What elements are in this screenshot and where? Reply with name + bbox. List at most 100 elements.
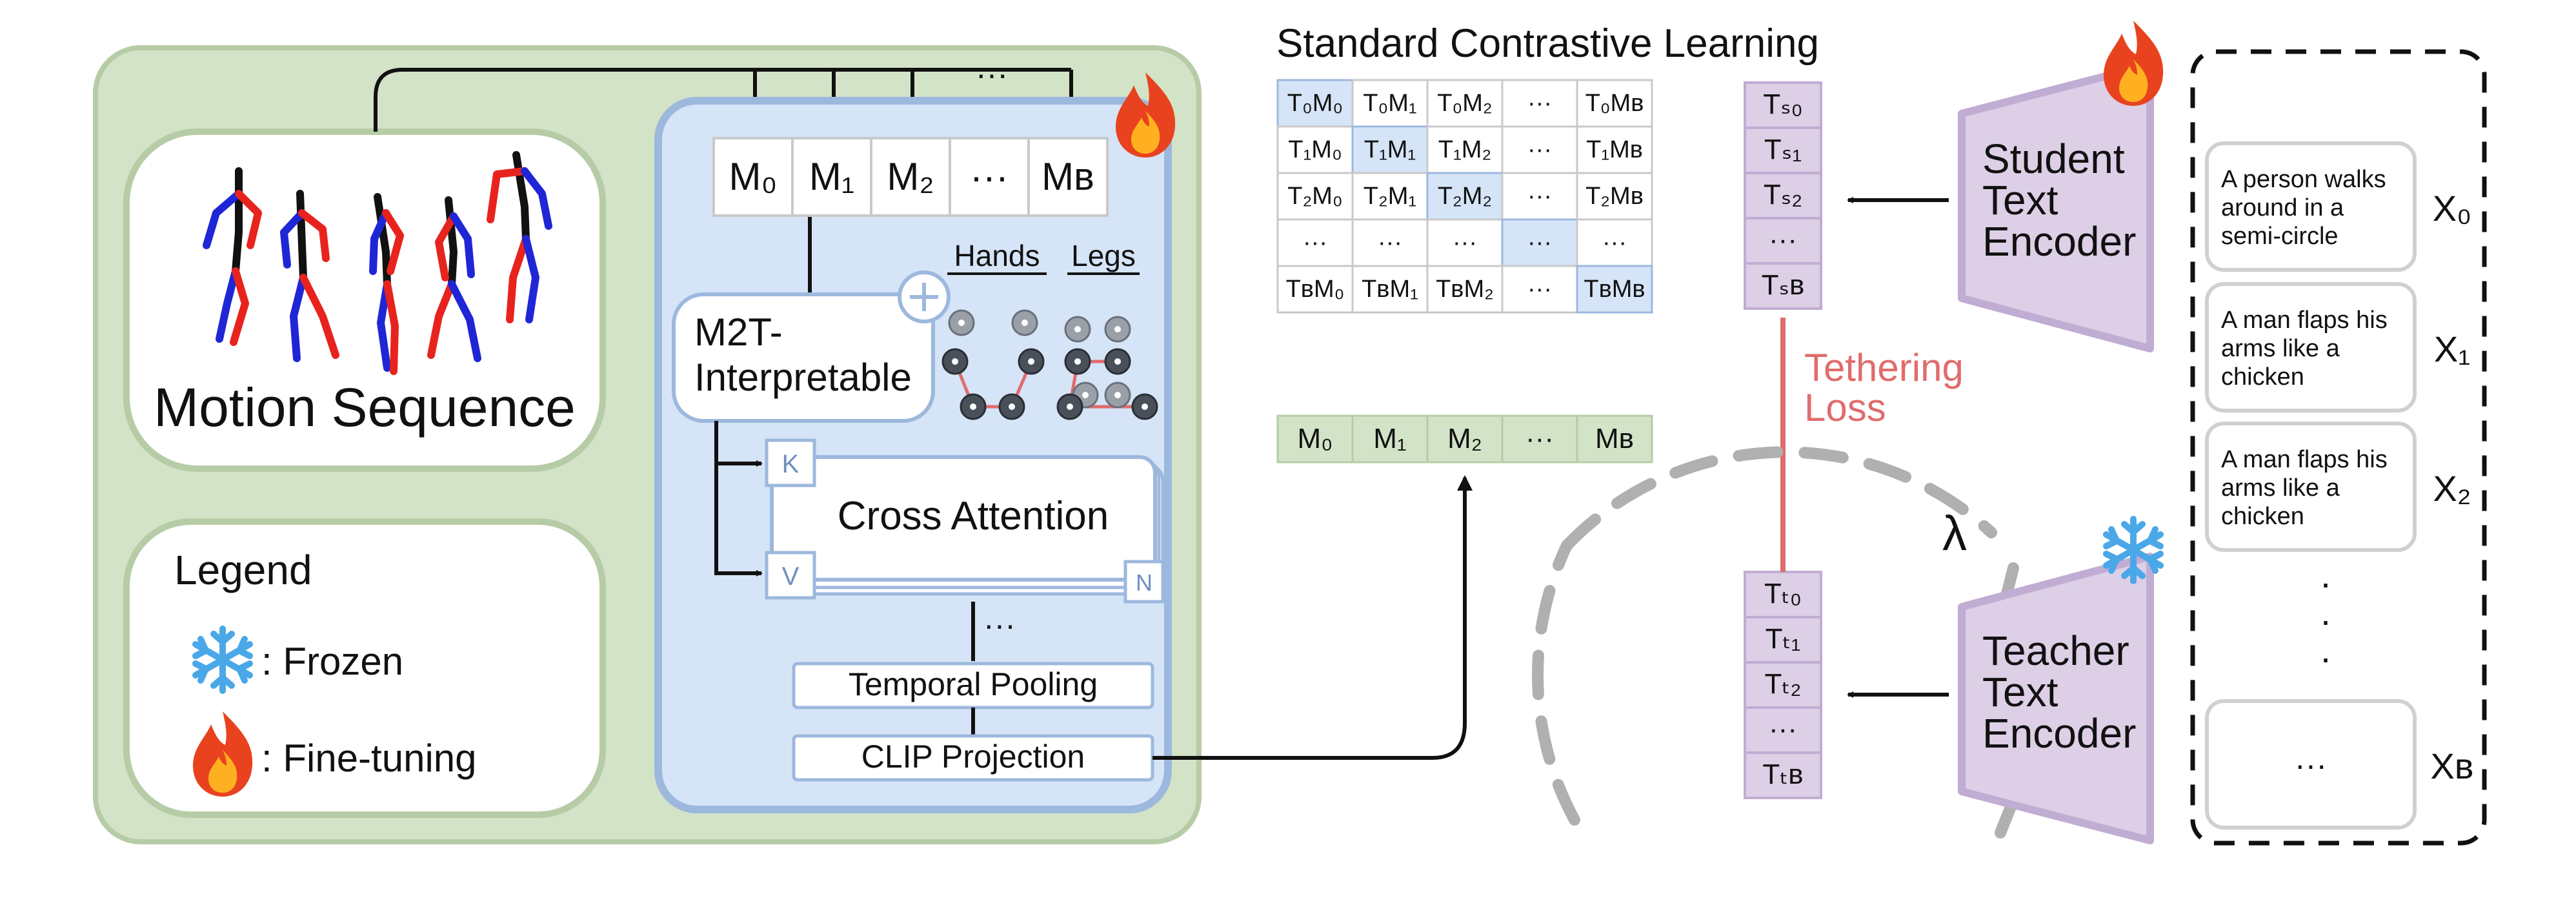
matrix-cell-label: ···: [1527, 276, 1552, 303]
matrix-cell-label: ···: [1378, 229, 1402, 256]
motion-embedding-cell: [1276, 414, 1354, 464]
legs-label: Legs: [1071, 239, 1136, 272]
skeleton-figure-4: [427, 196, 481, 362]
cross-attention-box: [770, 455, 1157, 582]
motion-token-cell: [870, 137, 951, 217]
teacher-encoder-line3: Encoder: [1982, 710, 2136, 757]
matrix-cell-label: ···: [1527, 90, 1552, 117]
motion-embedding-label: Mʙ: [1595, 423, 1634, 454]
text-token-cell: [1744, 571, 1822, 618]
matrix-cell: [1426, 125, 1504, 174]
matrix-cell: [1576, 79, 1653, 128]
encoder-fire-icon: [1116, 72, 1176, 158]
motion-skeletons: [203, 151, 552, 375]
matrix-cell-label: T₂Mʙ: [1585, 183, 1644, 210]
teacher-snowflake-icon: [2103, 516, 2164, 584]
matrix-cell: [1501, 125, 1578, 174]
caption-index-label: X₁: [2434, 329, 2470, 369]
caption-box: [2205, 422, 2417, 552]
student-encoder-line3: Encoder: [1982, 218, 2136, 265]
matrix-cell-label: T₀M₂: [1437, 90, 1492, 117]
matrix-cell-label: TʙM₀: [1286, 276, 1345, 303]
matrix-cell: [1501, 218, 1578, 267]
legend-frozen-label: : Frozen: [261, 640, 403, 683]
text-token-cell: [1744, 81, 1822, 129]
matrix-cell: [1501, 172, 1578, 221]
text-token-label: Tₜ₂: [1765, 668, 1802, 700]
motion-token-cell: [712, 137, 794, 217]
caption-index-label: X₀: [2433, 188, 2472, 229]
skeleton-figure-2: [280, 190, 339, 362]
temporal-pooling-label: Temporal Pooling: [849, 666, 1098, 702]
text-token-cell: [1744, 172, 1822, 219]
student-fire-icon: [2104, 21, 2164, 106]
motion-token-label: M₀: [729, 155, 778, 198]
motion-sequence-title: Motion Sequence: [154, 377, 576, 438]
text-token-cell: [1744, 661, 1822, 709]
vertical-dots-2: .: [2320, 592, 2331, 633]
matrix-cell-label: T₀M₁: [1363, 90, 1416, 117]
matrix-cell-label: TʙM₂: [1436, 276, 1494, 303]
caption-box: [2205, 141, 2417, 272]
skeleton-figure-1: [203, 167, 262, 346]
motion-token-cell: [1027, 137, 1109, 217]
legend-fire-icon: [193, 711, 253, 797]
teacher-encoder-line2: Text: [1982, 669, 2058, 715]
vertical-dots-3: .: [2320, 629, 2331, 670]
tethering-loss-label-2: Loss: [1804, 386, 1886, 429]
clip-projection-label: CLIP Projection: [861, 739, 1085, 775]
matrix-cell-label: ···: [1527, 183, 1552, 210]
caption-text: arms like a: [2221, 335, 2340, 362]
cross-attention-label: Cross Attention: [838, 494, 1109, 538]
text-token-label: ···: [1769, 713, 1797, 745]
lambda-label: λ: [1942, 506, 1967, 561]
matrix-cell-label: T₂M₀: [1287, 183, 1342, 210]
matrix-cell: [1426, 79, 1504, 128]
caption-box: [2205, 699, 2417, 830]
student-encoder-line2: Text: [1982, 177, 2058, 223]
teacher-text-encoder: [1958, 553, 2154, 844]
motion-embedding-label: M₂: [1447, 423, 1482, 454]
matrix-cell-label: ···: [1453, 229, 1477, 256]
matrix-cell-label: T₁M₀: [1288, 136, 1342, 163]
vertical-dots-1: .: [2320, 555, 2331, 595]
tethering-loss-label-1: Tethering: [1804, 346, 1964, 389]
caption-text: chicken: [2221, 363, 2304, 391]
text-token-label: Tₜʙ: [1762, 759, 1803, 790]
add-circle-icon: [898, 270, 951, 323]
student-text-encoder: [1958, 61, 2154, 352]
layer-dots: ···: [983, 607, 1016, 643]
student-encoder-line1: Student: [1982, 136, 2125, 182]
clip-to-motion-row-arrow: [1152, 475, 1473, 760]
matrix-cell: [1576, 265, 1653, 314]
motion-embedding-cell: [1576, 414, 1653, 464]
matrix-cell: [1276, 218, 1354, 267]
motion-sequence-card: [123, 128, 606, 472]
skeleton-figure-3: [369, 193, 404, 375]
matrix-cell-label: ···: [1527, 136, 1552, 163]
legend-snowflake-icon: [192, 626, 253, 694]
m2t-line2: Interpretable: [694, 356, 912, 399]
skeleton-figure-5: [487, 151, 552, 323]
caption-text: semi-circle: [2221, 223, 2339, 250]
caption-box: [2205, 282, 2417, 413]
matrix-cell-label: ···: [1527, 229, 1552, 256]
caption-text: A man flaps his: [2221, 307, 2388, 334]
m2t-interpretable-box: [672, 292, 935, 423]
v-label: V: [782, 562, 800, 591]
motion-to-tokens-connector: [374, 68, 1071, 132]
lambda-weight-arc-lower: [1532, 540, 1580, 826]
matrix-cell-label: T₂M₂: [1438, 183, 1492, 210]
caption-text: arms like a: [2221, 474, 2340, 502]
lambda-weight-arc: [1561, 446, 1997, 551]
matrix-cell-label: TʙM₁: [1362, 276, 1418, 303]
motion-token-label: ···: [970, 155, 1009, 198]
text-token-label: Tₛ₁: [1764, 134, 1802, 165]
motion-token-label: M₂: [887, 155, 934, 198]
matrix-cell-label: T₀Mʙ: [1585, 90, 1644, 117]
